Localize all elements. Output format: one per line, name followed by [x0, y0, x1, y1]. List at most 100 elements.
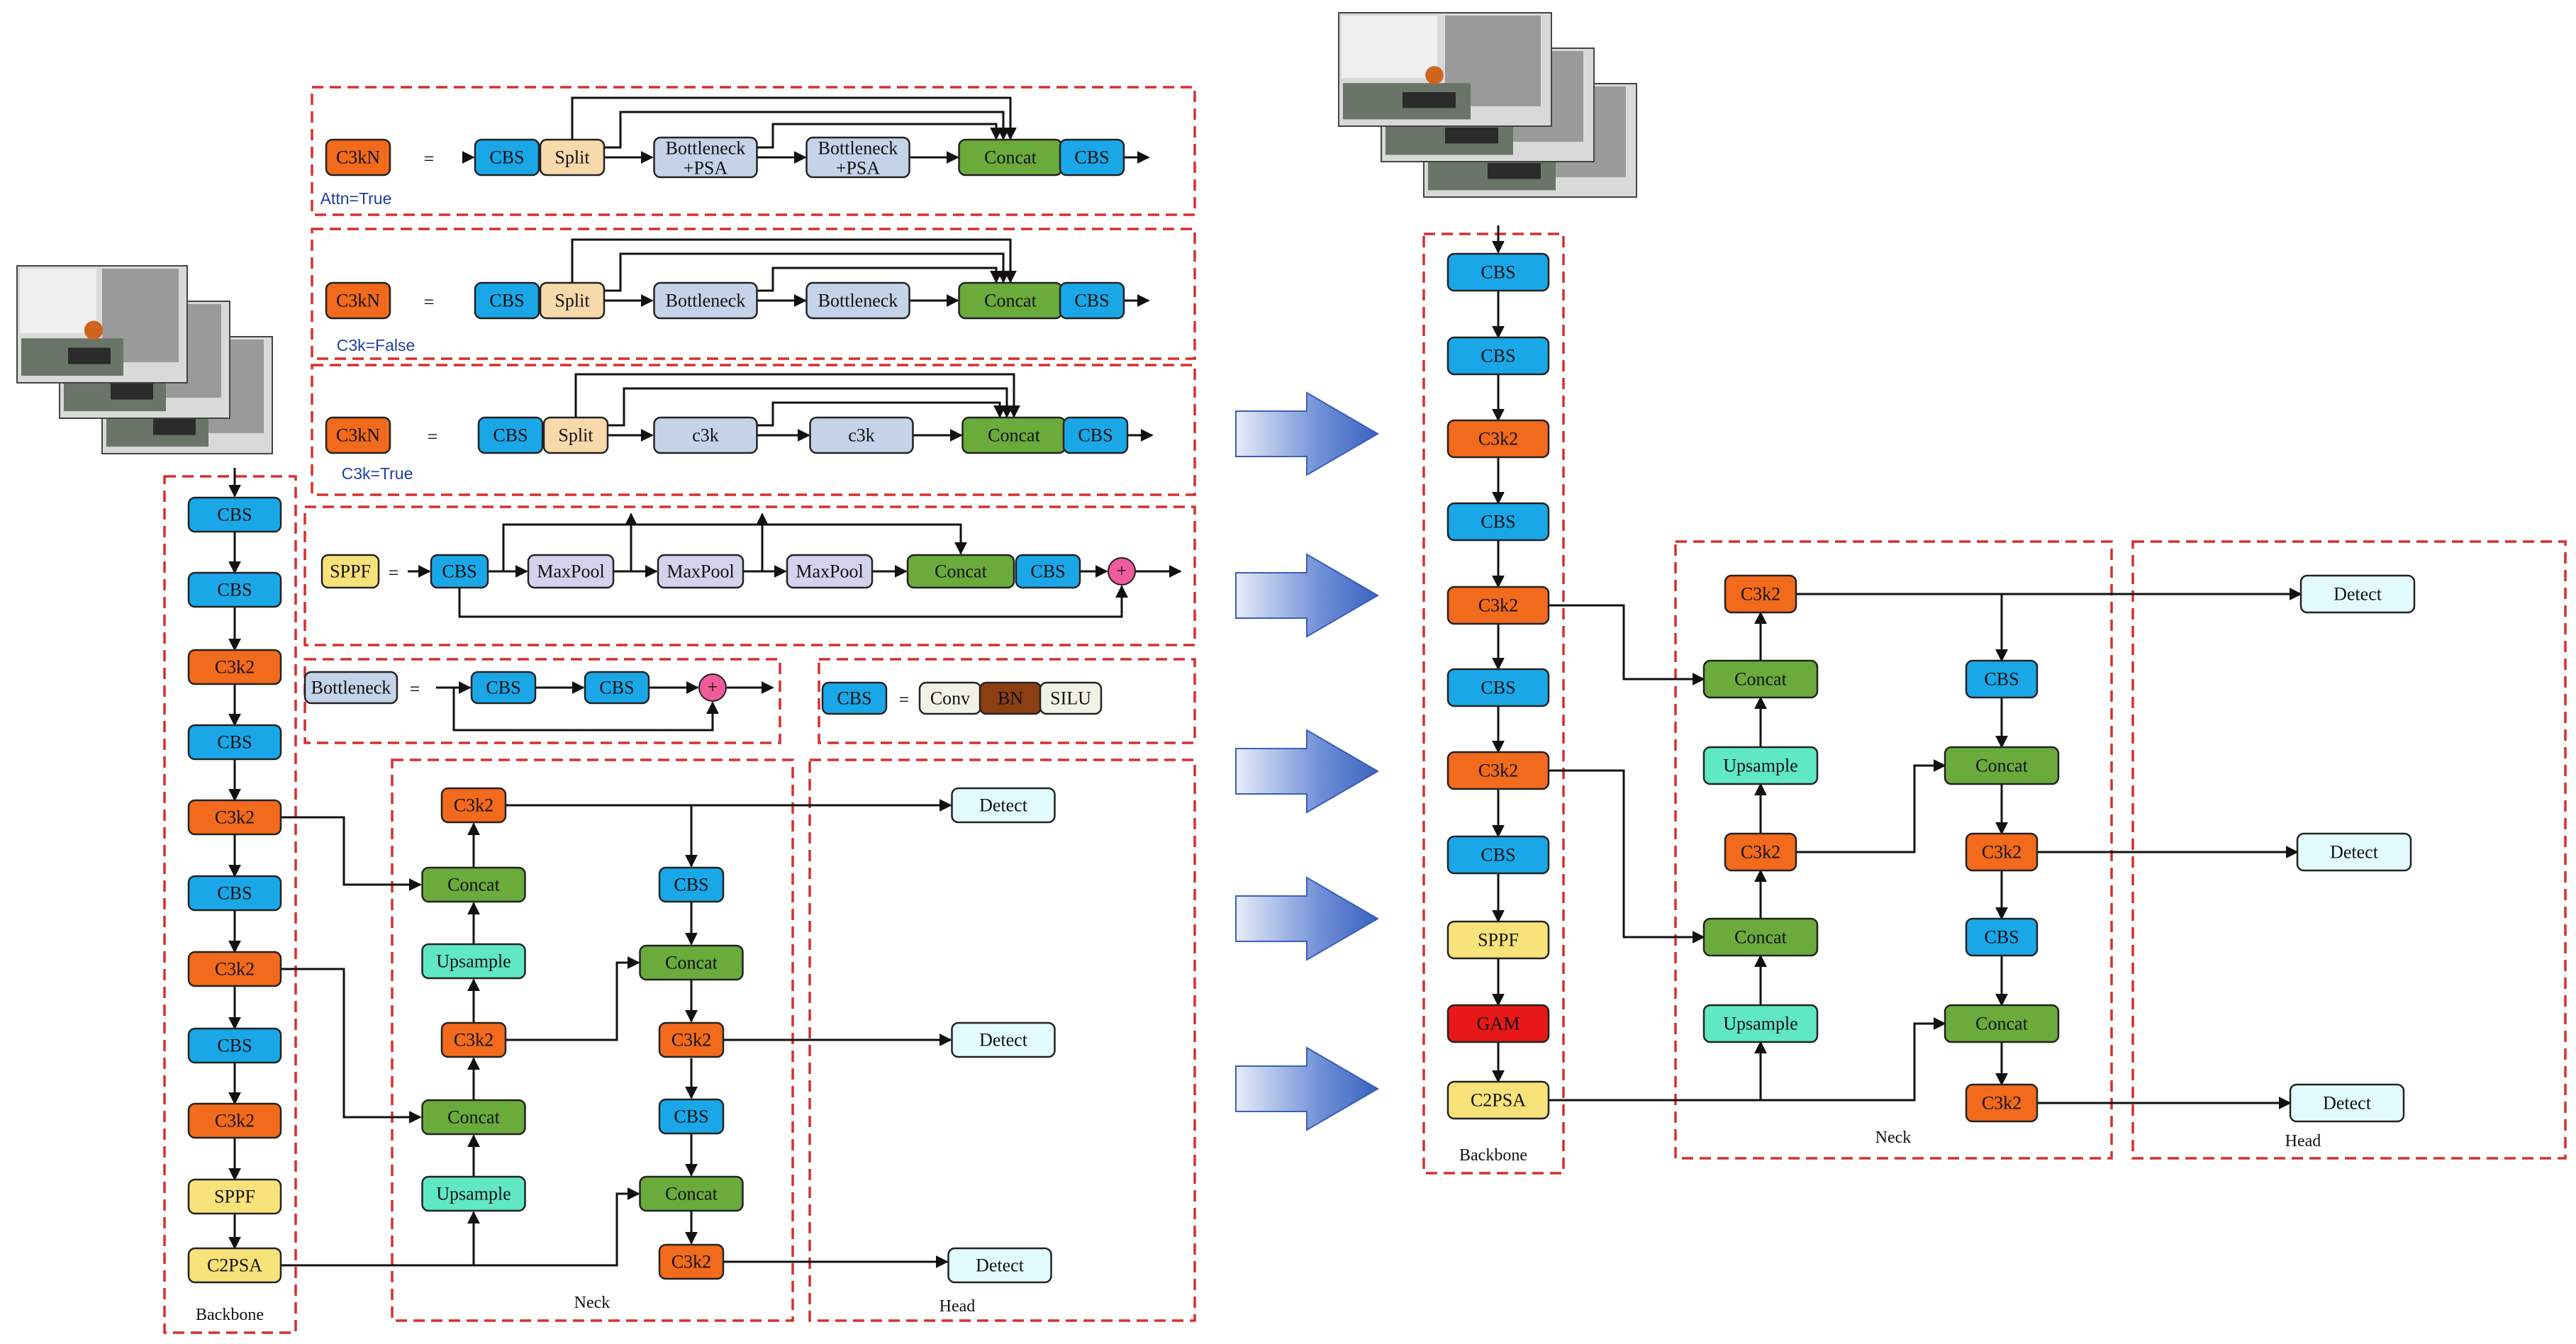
c3kn-attn-cbs-2: [1059, 138, 1125, 177]
c3kn-attn-split: [539, 138, 606, 177]
edge-left-c3k2mid-concat3: [506, 956, 640, 1041]
c3kn-attn-node: [325, 138, 391, 177]
right-backbone-sppf-9: [1446, 920, 1550, 960]
edge-right-c2psa-up2: [1549, 1041, 1767, 1102]
bottleneck-def-node: [303, 671, 398, 705]
cbs-def-conv-label: Conv: [930, 688, 970, 709]
bottleneck-def-cbs-1-label: CBS: [486, 678, 520, 698]
edge-true-skip-2: [608, 387, 1013, 427]
right-input-image-1: [1338, 12, 1552, 127]
left-backbone-c2psa-11-label: C2PSA: [207, 1255, 262, 1276]
left-backbone-c3k2-5-label: C3k2: [215, 807, 255, 828]
left-head-detect-2: [951, 1021, 1056, 1058]
right-backbone-c3k2-5: [1446, 586, 1550, 625]
left-head-detect-1-label: Detect: [979, 795, 1028, 816]
c3kn-false-node: [325, 281, 391, 320]
left-neck-concat-4: [639, 1175, 744, 1212]
sppf-def-concat-label: Concat: [935, 561, 987, 582]
c3kn-false-bottleneck-1-label: Bottleneck: [666, 291, 746, 311]
left-neck-c3k2-top-label: C3k2: [454, 795, 494, 816]
right-backbone-cbs-2-label: CBS: [1481, 346, 1515, 366]
condition-c3k-true: C3k=True: [342, 464, 413, 483]
right-backbone-cbs-6-label: CBS: [1481, 678, 1515, 698]
cbs-def-bn-label: BN: [998, 688, 1023, 709]
right-neck-cbs-2-label: CBS: [1984, 927, 2019, 948]
c3kn-attn-bottleneck-psa-1-label-line1: Bottleneck: [666, 138, 746, 159]
c3kn-attn-cbs-1-label: CBS: [489, 147, 524, 168]
right-backbone-c3k2-3-label: C3k2: [1478, 429, 1518, 449]
left-backbone-c2psa-11: [187, 1247, 282, 1284]
right-head-title: Head: [2285, 1132, 2321, 1150]
right-head-detect-2: [2296, 832, 2412, 872]
left-backbone-cbs-2: [187, 571, 282, 608]
frame-c3kn-true: [311, 364, 1196, 496]
flow-arrow-3: [1235, 729, 1379, 814]
frame-cbs-def: [818, 658, 1196, 744]
c3kn-false-bottleneck-2: [805, 281, 910, 320]
right-backbone-sppf-9-label: SPPF: [1478, 930, 1519, 951]
right-neck-c3k2-2-label: C3k2: [1982, 842, 2022, 863]
right-neck-upsample-1: [1702, 746, 1819, 785]
frame-sppf: [303, 505, 1196, 646]
c3kn-false-concat-label: Concat: [984, 291, 1037, 311]
left-neck-concat-3-label: Concat: [665, 953, 718, 973]
c3kn-attn-bottleneck-psa-1: [653, 136, 758, 179]
left-neck-concat-3: [639, 944, 744, 981]
right-backbone-cbs-4: [1446, 502, 1550, 542]
sppf-def-concat: [906, 554, 1015, 589]
cbs-def-silu: [1039, 681, 1103, 715]
right-head-detect-2-label: Detect: [2330, 842, 2379, 863]
c3kn-attn-bottleneck-psa-2: [805, 136, 910, 179]
sppf-def-maxpool-3-label: MaxPool: [796, 561, 863, 582]
left-neck-upsample-1-label: Upsample: [436, 951, 511, 972]
c3kn-true-node-label: C3kN: [336, 425, 380, 446]
sppf-def-node-label: SPPF: [330, 561, 371, 582]
right-neck-concat-2: [1702, 917, 1819, 957]
c3kn-false-cbs-1-label: CBS: [489, 291, 524, 311]
right-backbone-title: Backbone: [1459, 1146, 1527, 1165]
frame-right-backbone: [1422, 233, 1565, 1175]
left-neck-c3k2-3-label: C3k2: [671, 1252, 711, 1272]
c3kn-false-split-label: Split: [554, 291, 590, 311]
c3kn-true-c3k-2-label: c3k: [848, 425, 875, 446]
right-neck-upsample-1-label: Upsample: [1723, 756, 1797, 776]
c3kn-true-split: [542, 416, 609, 454]
left-head-detect-3-label: Detect: [976, 1255, 1025, 1276]
left-neck-c3k2-top: [440, 787, 507, 824]
right-neck-c3k2-2: [1965, 832, 2039, 872]
c3kn-true-c3k-2: [809, 416, 914, 454]
frame-c3kn-attn: [311, 86, 1196, 216]
left-neck-c3k2-2-label: C3k2: [671, 1030, 711, 1051]
c3kn-attn-split-label: Split: [554, 147, 590, 168]
left-head-detect-2-label: Detect: [979, 1030, 1028, 1051]
equals-cbs: =: [899, 690, 910, 710]
edge-right-c2psa-concat4: [1761, 1017, 1946, 1102]
left-backbone-cbs-4: [187, 724, 282, 761]
edge-false-skip-1: [571, 238, 1017, 284]
right-neck-concat-1-label: Concat: [1734, 669, 1787, 690]
left-backbone-cbs-8: [187, 1027, 282, 1064]
equals-c3kn-attn: =: [424, 149, 435, 169]
right-neck-c3k2-3: [1965, 1083, 2039, 1123]
flow-arrow-4: [1235, 876, 1379, 961]
frame-c3kn-false: [311, 228, 1196, 360]
right-backbone-c3k2-7-label: C3k2: [1478, 761, 1518, 781]
sppf-def-maxpool-1-label: MaxPool: [537, 561, 604, 582]
sppf-def-plus: [1108, 557, 1136, 586]
frame-right-head: [2131, 540, 2567, 1160]
left-backbone-cbs-6-label: CBS: [217, 883, 252, 904]
left-neck-concat-1-label: Concat: [447, 875, 500, 895]
frame-left-backbone: [163, 475, 297, 1334]
c3kn-false-cbs-2: [1059, 281, 1125, 320]
sppf-def-cbs-2: [1015, 554, 1081, 589]
c3kn-attn-cbs-1: [474, 138, 540, 177]
c3kn-attn-bottleneck-psa-2-label-line2: +PSA: [836, 158, 881, 179]
right-neck-cbs-1: [1965, 659, 2039, 699]
condition-c3k-false: C3k=False: [337, 336, 416, 354]
edge-left-bb-c3k2a-concat1: [281, 816, 422, 891]
c3kn-false-cbs-1: [474, 281, 540, 320]
right-head-detect-1: [2299, 574, 2416, 614]
left-backbone-c3k2-5: [187, 799, 282, 836]
right-neck-upsample-2: [1702, 1004, 1819, 1043]
left-neck-concat-1: [421, 866, 526, 903]
